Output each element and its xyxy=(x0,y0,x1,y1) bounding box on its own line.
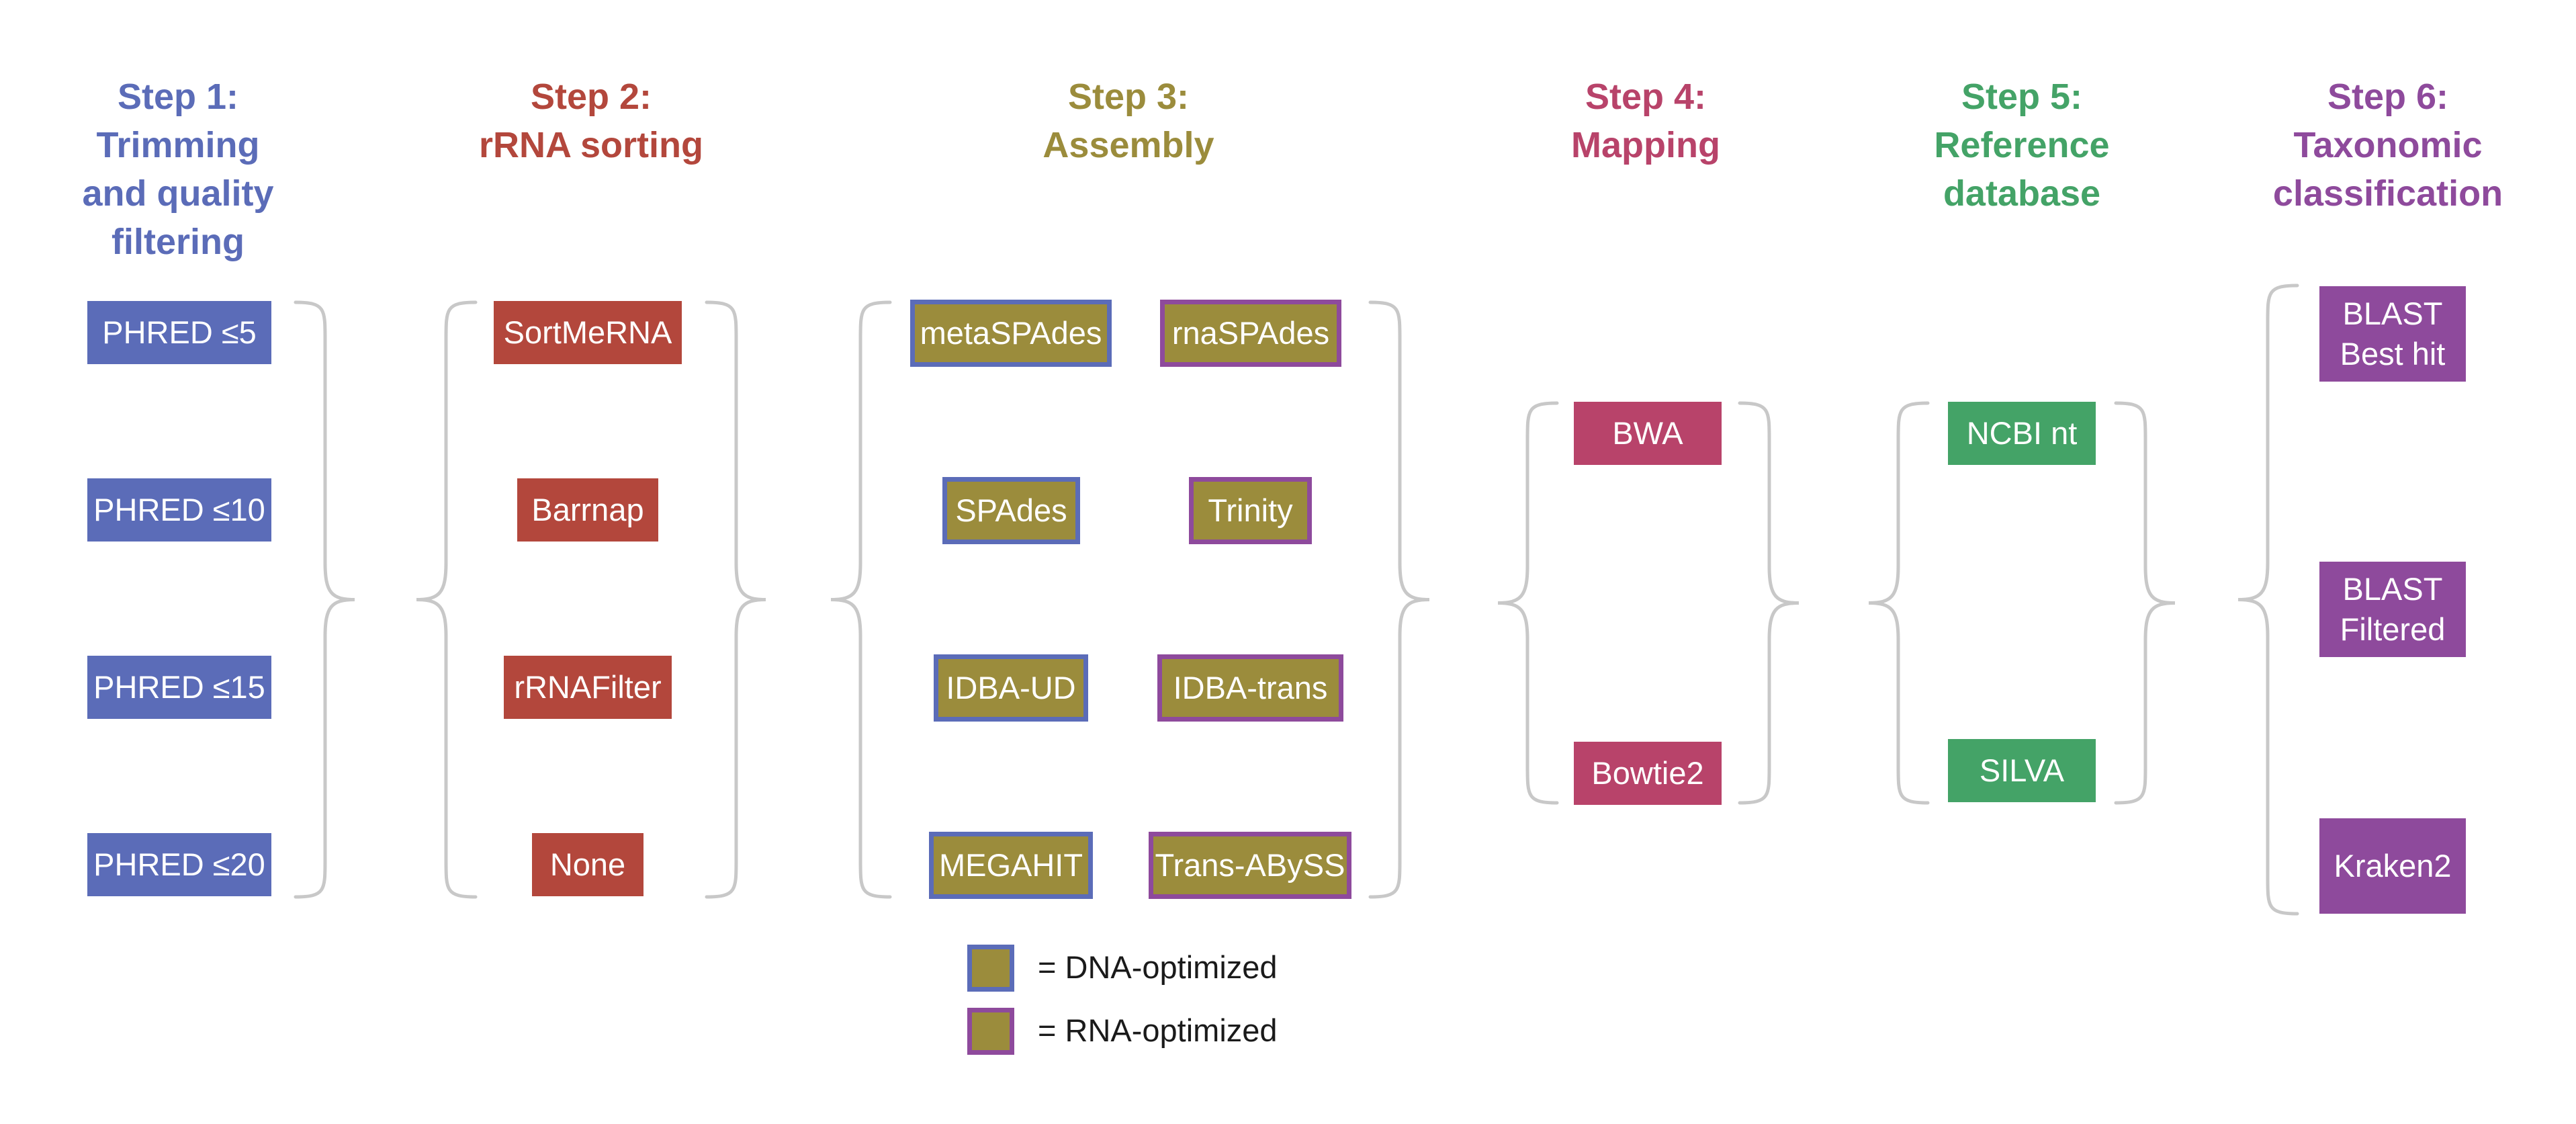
step1-title: Step 1: Trimming and quality filtering xyxy=(82,77,274,262)
option-blast-filtered: BLAST Filtered xyxy=(2319,562,2466,657)
option-silva: SILVA xyxy=(1948,739,2096,802)
step4-left-bracket xyxy=(1497,401,1559,805)
option-rnaspades: rnaSPAdes xyxy=(1160,300,1341,367)
step3-right-bracket xyxy=(1368,300,1430,899)
option-idba-trans: IDBA-trans xyxy=(1157,654,1343,722)
option-sortmerna: SortMeRNA xyxy=(494,301,682,364)
step6-title: Step 6: Taxonomic classification xyxy=(2272,77,2503,214)
step6-left-bracket xyxy=(2237,284,2299,916)
step5-title: Step 5: Reference database xyxy=(1934,77,2110,214)
option-ncbi-nt: NCBI nt xyxy=(1948,402,2096,465)
option-trans-abyss: Trans-ABySS xyxy=(1149,832,1351,899)
legend-dna-label: = DNA-optimized xyxy=(1038,949,1278,985)
option-spades: SPAdes xyxy=(942,477,1080,544)
option-barrnap: Barrnap xyxy=(517,478,658,542)
step2-right-bracket xyxy=(705,300,766,899)
step1-right-bracket xyxy=(294,300,355,899)
step3-left-bracket xyxy=(830,300,892,899)
option-phred-5: PHRED ≤5 xyxy=(87,301,271,364)
option-none: None xyxy=(532,833,643,896)
step3-title: Step 3: Assembly xyxy=(1042,77,1214,165)
legend-rna-swatch xyxy=(967,1008,1014,1055)
legend-dna-swatch xyxy=(967,945,1014,992)
option-blast-best-hit: BLAST Best hit xyxy=(2319,286,2466,382)
step5-right-bracket xyxy=(2114,401,2176,805)
option-phred-20: PHRED ≤20 xyxy=(87,833,271,896)
step2-left-bracket xyxy=(416,300,478,899)
option-metaspades: metaSPAdes xyxy=(910,300,1112,367)
option-bwa: BWA xyxy=(1574,402,1722,465)
step5-left-bracket xyxy=(1868,401,1930,805)
option-megahit: MEGAHIT xyxy=(929,832,1093,899)
option-phred-15: PHRED ≤15 xyxy=(87,656,271,719)
legend-rna-label: = RNA-optimized xyxy=(1038,1012,1278,1048)
step2-title: Step 2: rRNA sorting xyxy=(479,77,703,165)
option-kraken2: Kraken2 xyxy=(2319,818,2466,914)
step4-right-bracket xyxy=(1738,401,1800,805)
option-trinity: Trinity xyxy=(1189,477,1312,544)
option-phred-10: PHRED ≤10 xyxy=(87,478,271,542)
option-rrnafilter: rRNAFilter xyxy=(504,656,672,719)
option-idba-ud: IDBA-UD xyxy=(934,654,1088,722)
option-bowtie2: Bowtie2 xyxy=(1574,742,1722,805)
step4-title: Step 4: Mapping xyxy=(1571,77,1720,165)
